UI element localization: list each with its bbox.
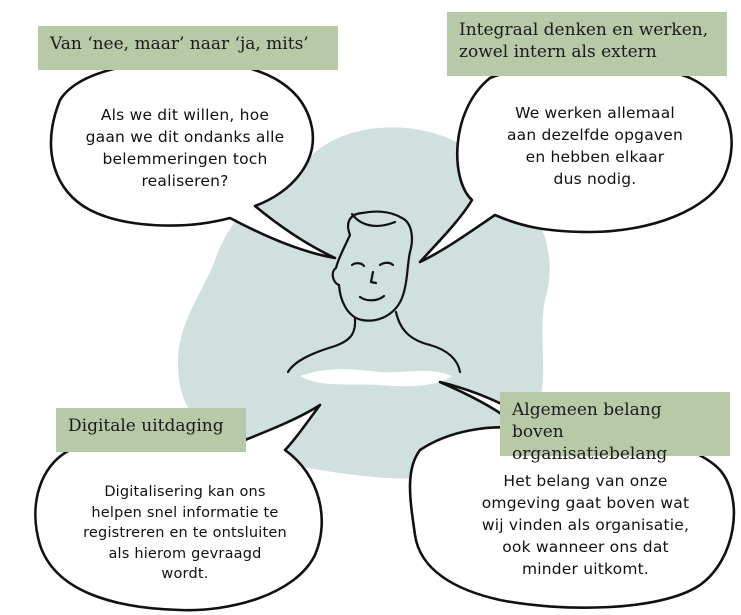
bubble-line: We werken allemaal	[515, 104, 675, 122]
person-figure	[286, 210, 462, 374]
bubble-line: helpen snel informatie te	[91, 504, 279, 521]
bubble-line: Als we dit willen, hoe	[100, 106, 270, 124]
right-eye	[378, 261, 395, 267]
shoulders-fill	[300, 369, 452, 387]
bubble-line: Het belang van onze	[503, 472, 668, 490]
bubble-line: wordt.	[161, 566, 209, 583]
label-top-right-line: zowel intern als extern	[459, 41, 657, 62]
bubble-top-right-text: We werken allemaal aan dezelfde opgaven …	[470, 102, 720, 190]
bubble-line: belemmeringen toch	[102, 150, 268, 168]
left-eye	[350, 262, 366, 268]
neck-shoulders	[286, 316, 357, 374]
bubble-bottom-right-text: Het belang van onze omgeving gaat boven …	[448, 470, 723, 580]
bubble-line: Digitalisering kan ons	[104, 484, 266, 500]
bubble-line: dus nodig.	[553, 170, 637, 188]
mouth	[358, 294, 386, 302]
bubble-line: als hierom gevraagd	[108, 545, 262, 562]
bubble-line: gaan we dit ondanks alle	[85, 128, 285, 146]
label-bottom-right-line: Algemeen belang boven	[512, 400, 662, 442]
bubble-line: en hebben elkaar	[525, 148, 665, 166]
label-top-left-text: Van ‘nee, maar’ naar ‘ja, mits’	[50, 34, 309, 54]
bubble-line: wij vinden als organisatie,	[481, 516, 690, 534]
label-top-right: Integraal denken en werken, zowel intern…	[447, 12, 727, 76]
bubble-line: aan dezelfde opgaven	[506, 126, 684, 144]
bubble-line: omgeving gaat boven wat	[481, 494, 690, 512]
bubble-bottom-right	[408, 380, 736, 609]
bubble-line: minder uitkomt.	[521, 560, 650, 578]
nose	[369, 270, 378, 285]
label-top-right-line: Integraal denken en werken,	[459, 20, 709, 40]
bubble-bottom-left-text: Digitalisering kan ons helpen snel infor…	[48, 482, 322, 585]
label-bottom-left: Digitale uitdaging	[56, 408, 246, 452]
label-bottom-left-text: Digitale uitdaging	[68, 416, 224, 436]
bubble-line: ook wanneer ons dat	[502, 538, 669, 556]
label-top-left: Van ‘nee, maar’ naar ‘ja, mits’	[38, 26, 338, 70]
label-bottom-right-line: organisatiebelang	[512, 443, 668, 464]
bubble-top-right	[418, 61, 733, 264]
label-bottom-right: Algemeen belang boven organisatiebelang	[500, 392, 730, 464]
bubble-top-left-text: Als we dit willen, hoe gaan we dit ondan…	[60, 104, 310, 192]
bubble-line: registreren en te ontsluiten	[83, 525, 287, 542]
head-outline	[331, 210, 413, 322]
bubble-line: realiseren?	[141, 172, 229, 190]
